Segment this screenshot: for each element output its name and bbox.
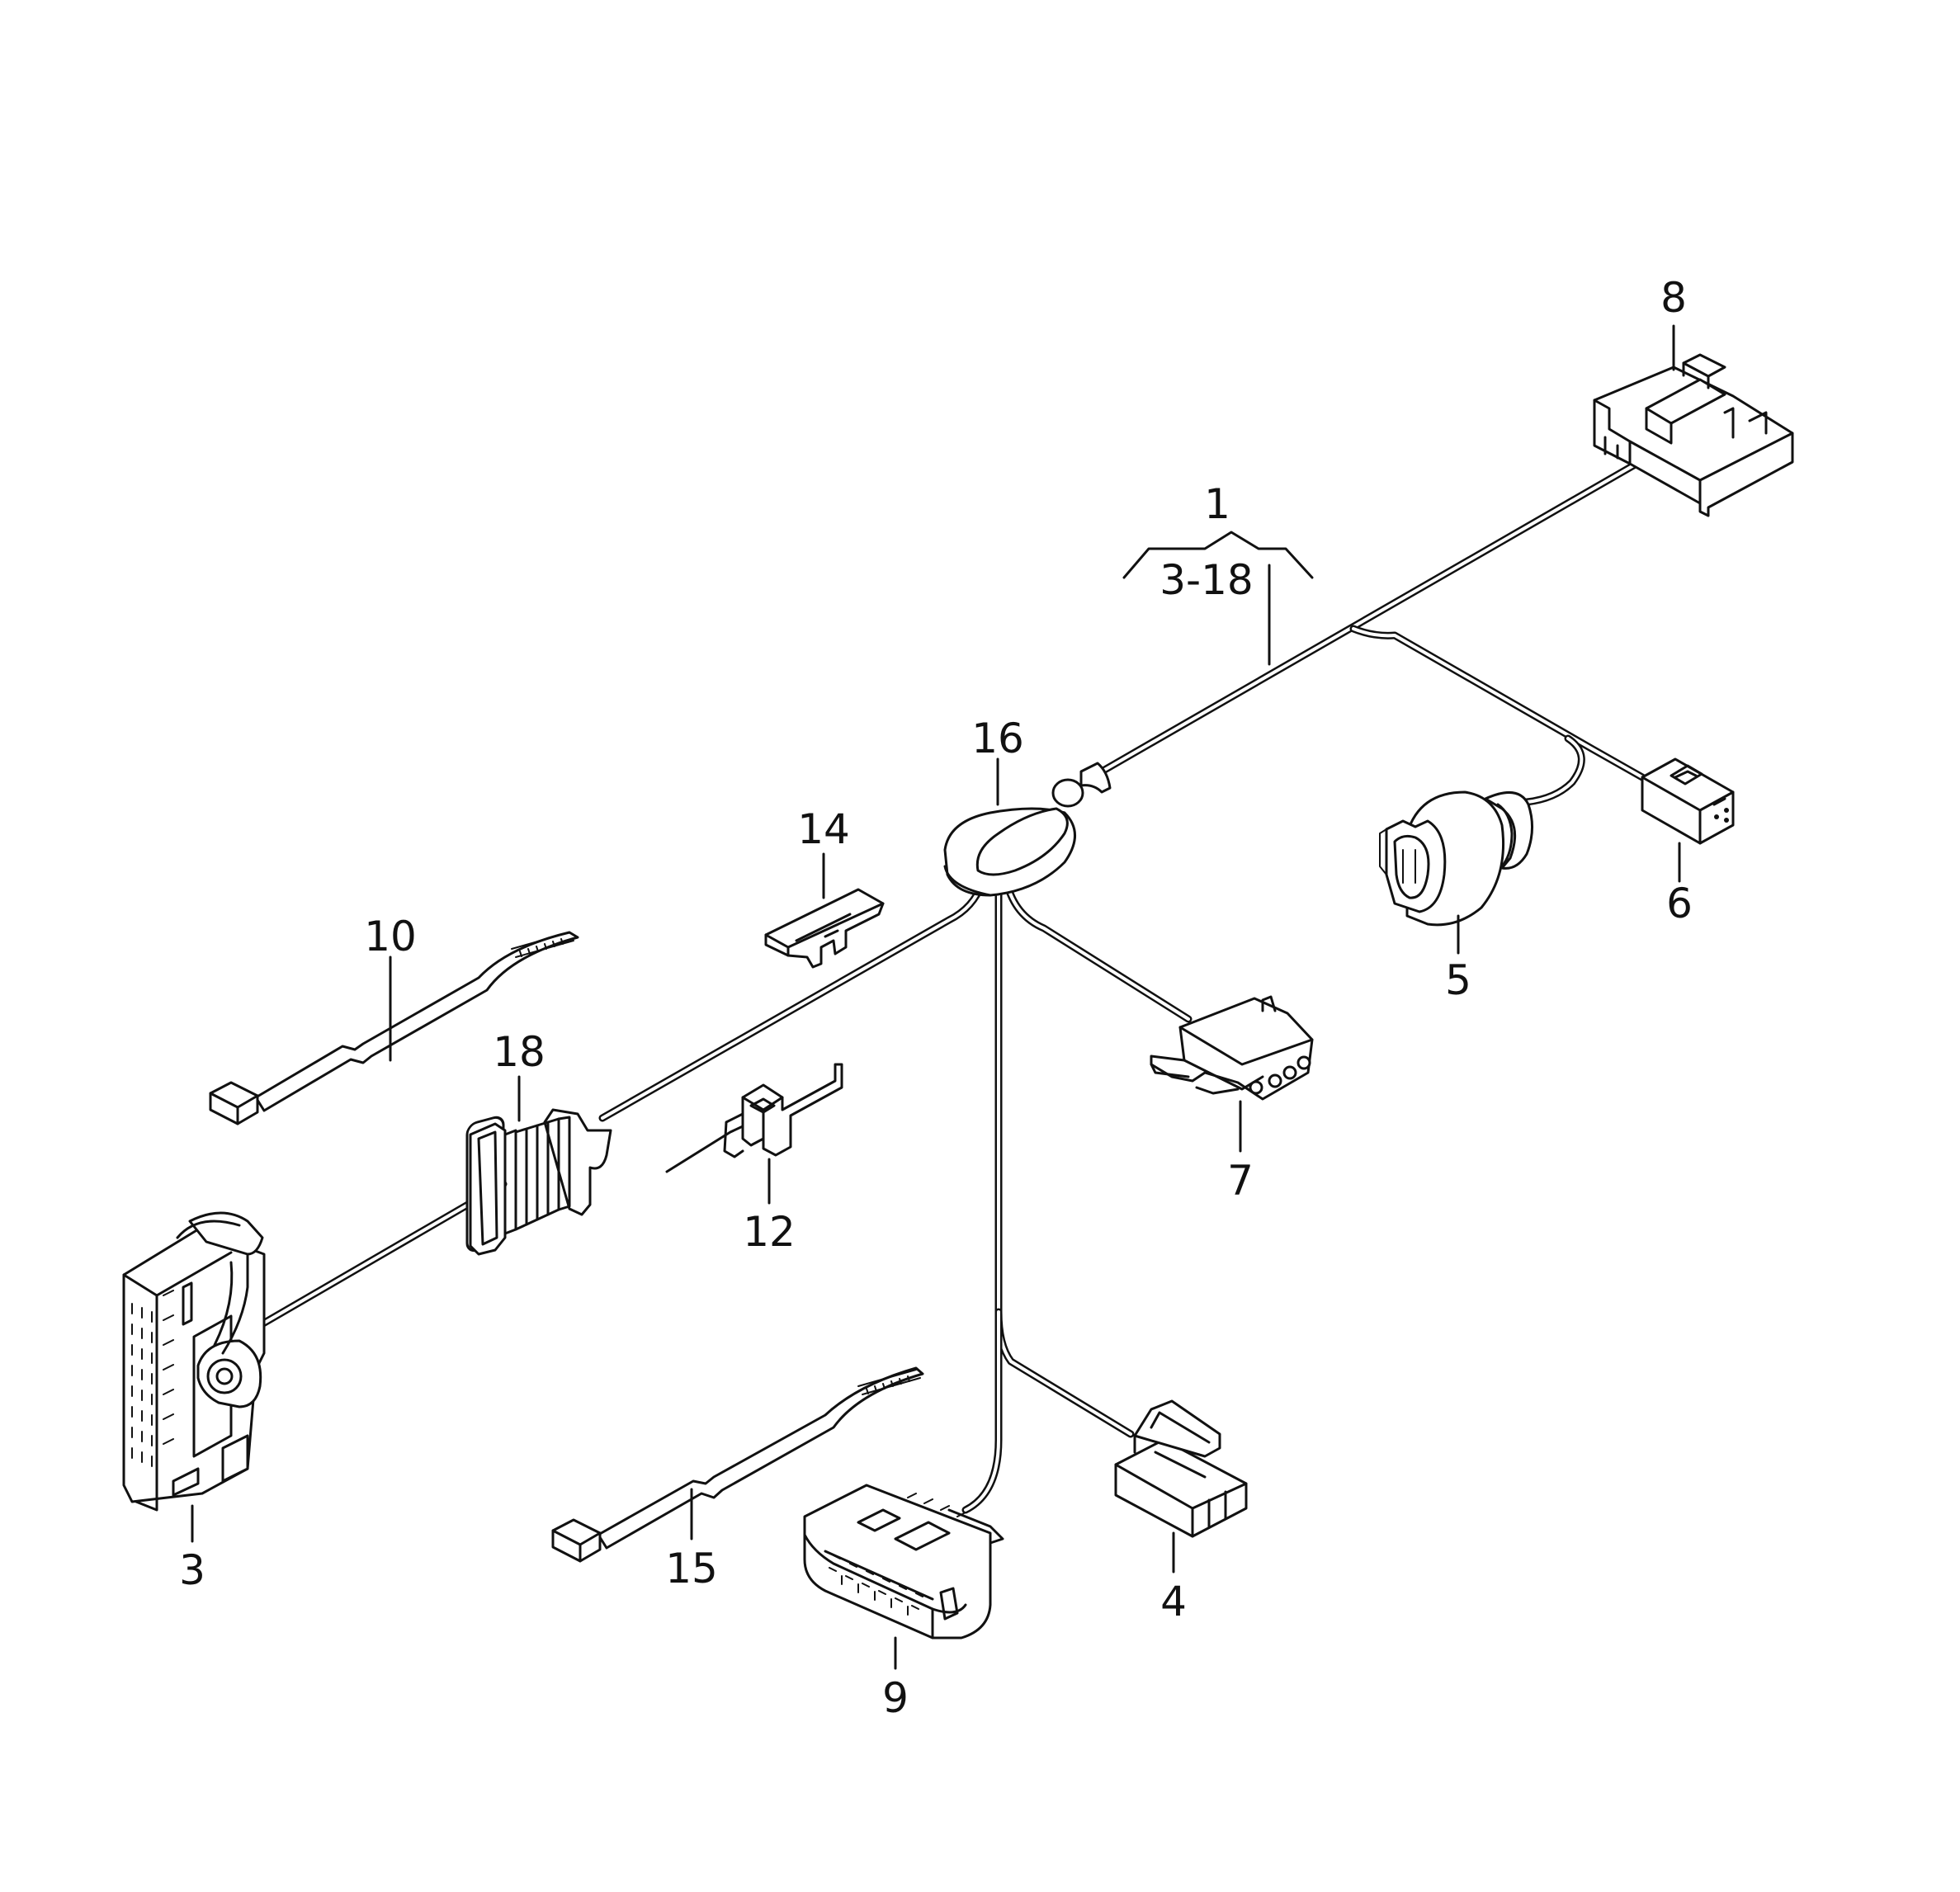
callout-1-range: 3-18 — [1159, 556, 1253, 604]
cable-tie-15 — [551, 1366, 924, 1563]
callout-4: 4 — [1160, 1578, 1187, 1625]
connector-6 — [1641, 757, 1735, 845]
bracket-1 — [1122, 531, 1314, 579]
connector-9-pins — [829, 1555, 923, 1616]
callout-12: 12 — [743, 1208, 796, 1256]
connector-9 — [803, 1484, 1004, 1640]
connector-4 — [1114, 1399, 1248, 1538]
connector-8 — [1593, 353, 1794, 517]
connector-7 — [1150, 995, 1314, 1101]
callout-7: 7 — [1227, 1157, 1254, 1205]
connector-3 — [122, 1211, 266, 1512]
callout-9: 9 — [882, 1674, 909, 1722]
connector-5 — [1379, 790, 1533, 927]
clip-14 — [764, 888, 885, 969]
cable-tie-10 — [209, 931, 579, 1125]
grommet-18 — [465, 1108, 612, 1256]
callout-15: 15 — [665, 1545, 718, 1592]
leader-lines — [191, 324, 1681, 1670]
callout-10: 10 — [364, 913, 417, 960]
callout-16: 16 — [971, 715, 1024, 762]
callout-14: 14 — [797, 805, 850, 853]
holder-12 — [665, 1063, 843, 1173]
junction-16 — [943, 762, 1112, 897]
connector-3-pin-slots — [131, 1290, 174, 1467]
callout-5: 5 — [1445, 956, 1471, 1004]
callout-labels: 8 1 3-18 16 14 10 18 12 6 5 7 3 15 4 9 — [179, 274, 1693, 1722]
callout-1: 1 — [1204, 480, 1230, 528]
harness-wires — [248, 456, 1646, 1514]
callout-18: 18 — [493, 1028, 545, 1076]
callout-8: 8 — [1660, 274, 1687, 322]
callout-6: 6 — [1666, 880, 1693, 927]
callout-3: 3 — [179, 1546, 205, 1594]
